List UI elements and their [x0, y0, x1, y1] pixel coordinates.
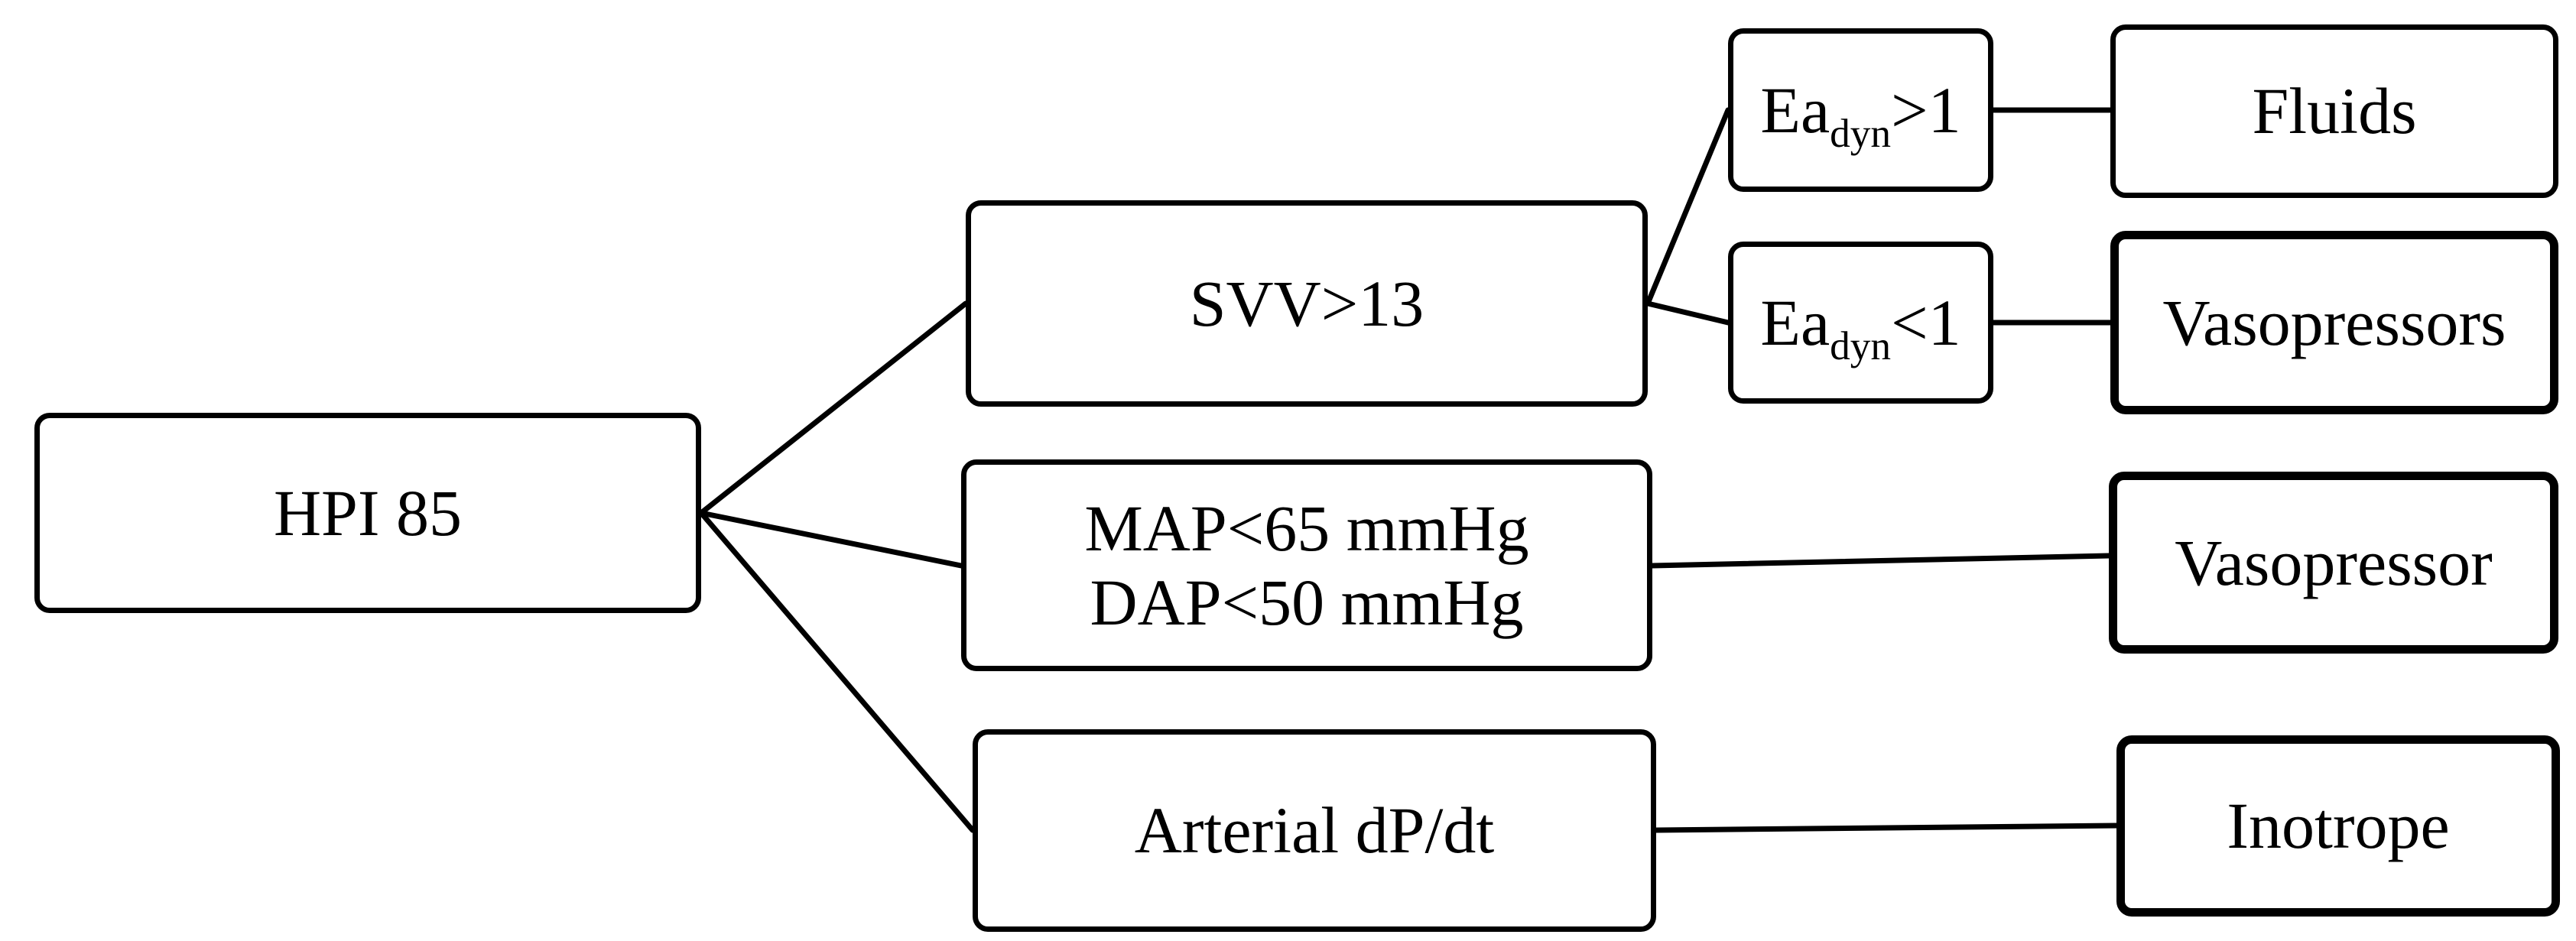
hpi-root-node: HPI 85	[34, 413, 701, 613]
ea-low-subscript: dyn	[1830, 322, 1892, 368]
ea-low-node: Eadyn<1	[1728, 242, 1993, 404]
edge-hpi-svv	[698, 300, 969, 516]
pressure-node: MAP<65 mmHg DAP<50 mmHg	[961, 459, 1652, 671]
fluids-node: Fluids	[2110, 24, 2558, 198]
vasopressors-label: Vasopressors	[2162, 285, 2506, 359]
svv-label: SVV>13	[1189, 266, 1424, 340]
svv-node: SVV>13	[966, 200, 1648, 407]
ea-high-relation: >1	[1891, 73, 1961, 147]
ea-low-relation: <1	[1891, 285, 1961, 359]
ea-high-subscript: dyn	[1830, 109, 1892, 156]
edge-svv-ea-high	[1645, 107, 1731, 307]
vasopressors-node: Vasopressors	[2110, 231, 2558, 414]
dpdt-label: Arterial dP/dt	[1134, 793, 1495, 868]
edge-hpi-dpdt	[698, 510, 976, 833]
ea-low-base: Ea	[1760, 285, 1830, 359]
fluids-label: Fluids	[2252, 74, 2417, 148]
inotrope-label: Inotrope	[2227, 789, 2450, 863]
vasopressor-label: Vasopressor	[2175, 525, 2493, 599]
inotrope-node: Inotrope	[2116, 735, 2560, 917]
vasopressor-node: Vasopressor	[2109, 472, 2558, 654]
dpdt-node: Arterial dP/dt	[973, 729, 1656, 932]
edge-map-vasopressor	[1649, 553, 2112, 569]
dap-label: DAP<50 mmHg	[1090, 565, 1524, 639]
ea-low-label: Eadyn<1	[1760, 285, 1961, 368]
edge-svv-ea-low	[1645, 300, 1731, 326]
ea-high-node: Eadyn>1	[1728, 28, 1993, 192]
ea-high-base: Ea	[1760, 73, 1830, 147]
map-label: MAP<65 mmHg	[1084, 492, 1529, 566]
edge-hpi-map	[698, 510, 964, 569]
ea-high-label: Eadyn>1	[1760, 73, 1961, 156]
edge-dpdt-inotrope	[1653, 823, 2120, 833]
hpi-root-label: HPI 85	[273, 475, 463, 550]
